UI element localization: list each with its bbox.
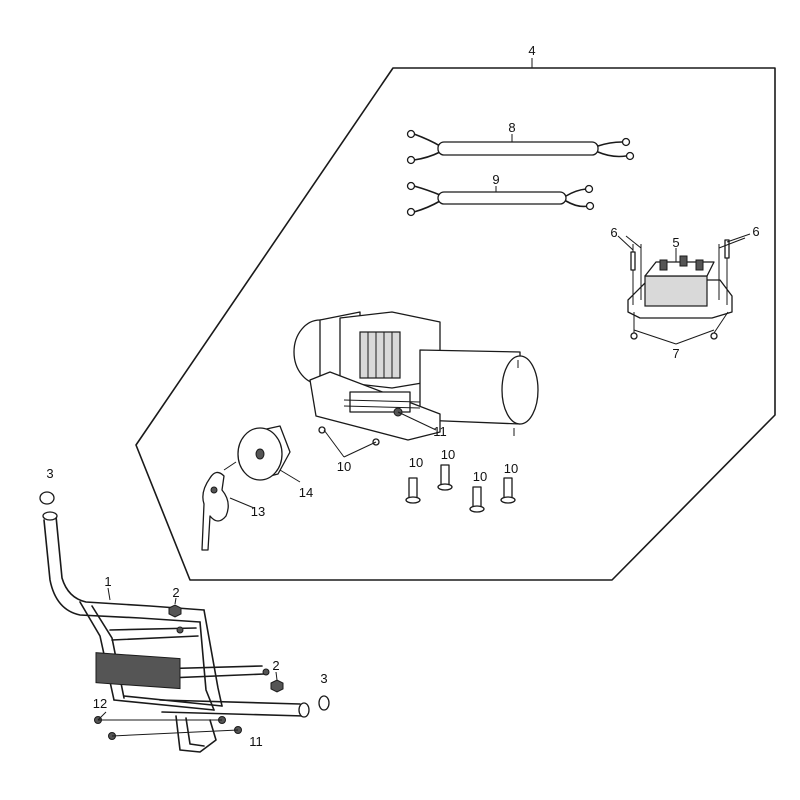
hook-13 <box>201 461 237 551</box>
bolt-set-10 <box>405 464 516 513</box>
callout-11-winch: 11 <box>433 424 447 439</box>
callout-6-left: 6 <box>610 225 617 240</box>
callout-6-right: 6 <box>752 224 759 239</box>
callout-11-bumper: 11 <box>249 734 263 749</box>
callout-10-bolt-1: 10 <box>409 455 423 470</box>
callout-9: 9 <box>492 172 499 187</box>
callout-2-top: 2 <box>172 585 179 600</box>
loose-fasteners <box>39 491 330 740</box>
callout-10-bolt-2: 10 <box>441 447 455 462</box>
contactor-assembly <box>617 233 751 345</box>
cable-8 <box>406 129 635 165</box>
callout-4: 4 <box>528 43 535 58</box>
callout-3-top: 3 <box>46 466 53 481</box>
callout-7: 7 <box>672 346 679 361</box>
callout-10-bolt-4: 10 <box>504 461 518 476</box>
cable-9 <box>406 181 595 217</box>
callout-13: 13 <box>251 504 265 519</box>
callout-2-right: 2 <box>272 658 279 673</box>
callout-12: 12 <box>93 696 107 711</box>
callout-5: 5 <box>672 235 679 250</box>
front-bumper-frame-1 <box>42 511 310 753</box>
roller-guide-14 <box>237 425 291 481</box>
callout-10-mount: 10 <box>337 459 351 474</box>
callout-3-right: 3 <box>320 671 327 686</box>
winch <box>293 311 539 446</box>
callout-8: 8 <box>508 120 515 135</box>
winch-kit-boundary <box>135 67 776 581</box>
callout-1: 1 <box>104 574 111 589</box>
callout-14: 14 <box>299 485 313 500</box>
callout-10-bolt-3: 10 <box>473 469 487 484</box>
